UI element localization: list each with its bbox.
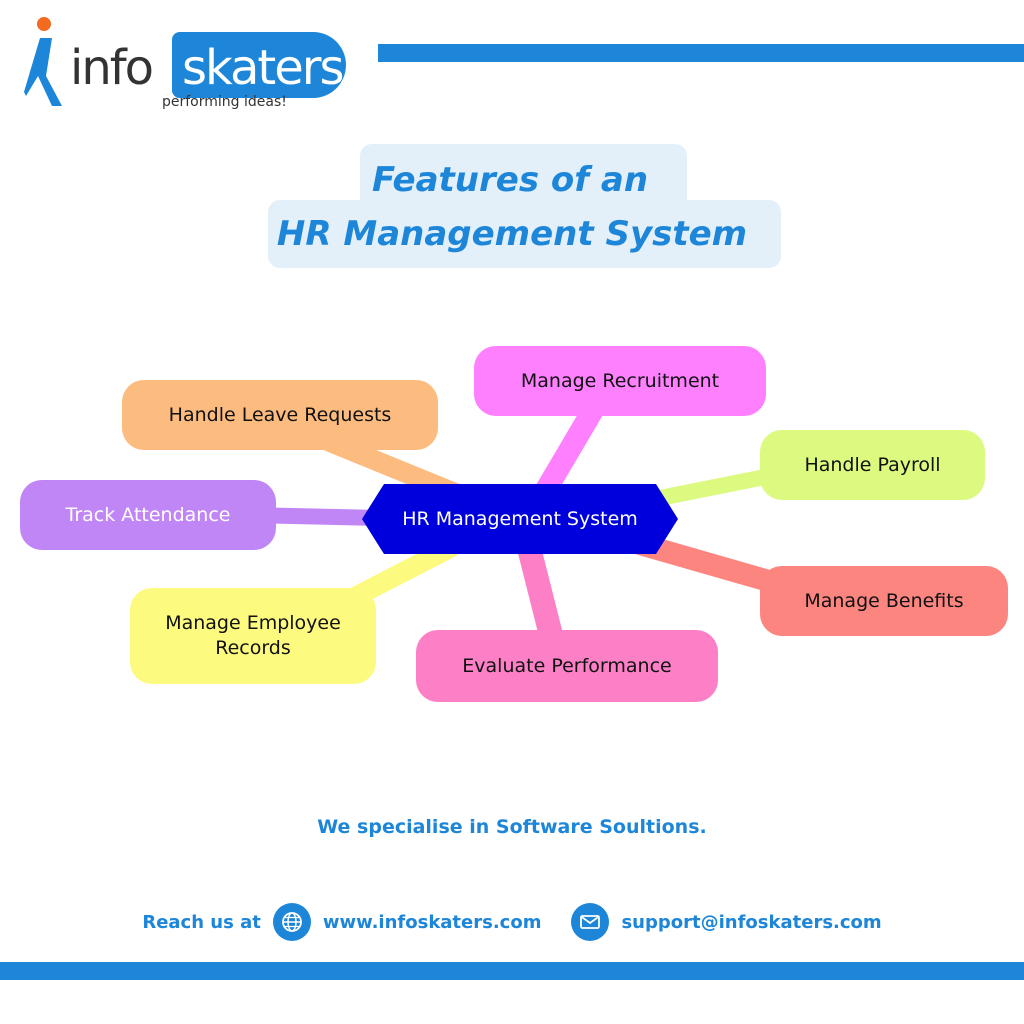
center-node: HR Management System — [362, 484, 678, 554]
mind-map: Manage Recruitment Handle Leave Requests… — [0, 330, 1024, 730]
page-title-line-2: HR Management System — [276, 214, 748, 254]
bottom-accent-bar — [0, 962, 1024, 980]
node-employee-records: Manage Employee Records — [130, 588, 376, 684]
node-performance: Evaluate Performance — [416, 630, 718, 702]
node-attendance: Track Attendance — [20, 480, 276, 550]
title-background-bottom — [268, 200, 781, 268]
brand-logo: info skaters performing ideas! — [22, 14, 352, 124]
reach-us-label: Reach us at — [142, 911, 261, 933]
node-recruitment: Manage Recruitment — [474, 346, 766, 416]
node-recruitment-label: Manage Recruitment — [520, 369, 720, 392]
brand-name-part1: info — [70, 40, 154, 96]
node-benefits-label: Manage Benefits — [804, 589, 964, 612]
brand-tagline: performing ideas! — [162, 94, 287, 110]
node-payroll-label: Handle Payroll — [804, 453, 941, 476]
page-title-line-1: Features of an — [371, 160, 649, 200]
node-employee-records-label: Manage Employee Records — [165, 612, 341, 659]
globe-icon — [272, 903, 311, 941]
footer-tagline: We specialise in Software Soultions. — [317, 816, 707, 838]
brand-name-badge — [172, 32, 346, 98]
website-link[interactable]: www.infoskaters.com — [322, 911, 542, 933]
center-node-label: HR Management System — [402, 508, 638, 530]
brand-name-part2: skaters — [182, 40, 344, 96]
envelope-icon — [571, 903, 610, 941]
node-payroll: Handle Payroll — [760, 430, 985, 500]
node-leave-requests: Handle Leave Requests — [122, 380, 438, 450]
node-leave-requests-label: Handle Leave Requests — [168, 403, 392, 426]
node-performance-label: Evaluate Performance — [462, 654, 672, 677]
node-benefits: Manage Benefits — [760, 566, 1008, 636]
node-attendance-label: Track Attendance — [65, 503, 231, 526]
skater-figure-icon — [24, 17, 62, 106]
center-node-shape — [362, 484, 678, 554]
contact-row: Reach us at www.infoskaters.com support@… — [0, 900, 1024, 944]
top-accent-bar — [378, 44, 1024, 62]
email-link[interactable]: support@infoskaters.com — [621, 911, 882, 933]
